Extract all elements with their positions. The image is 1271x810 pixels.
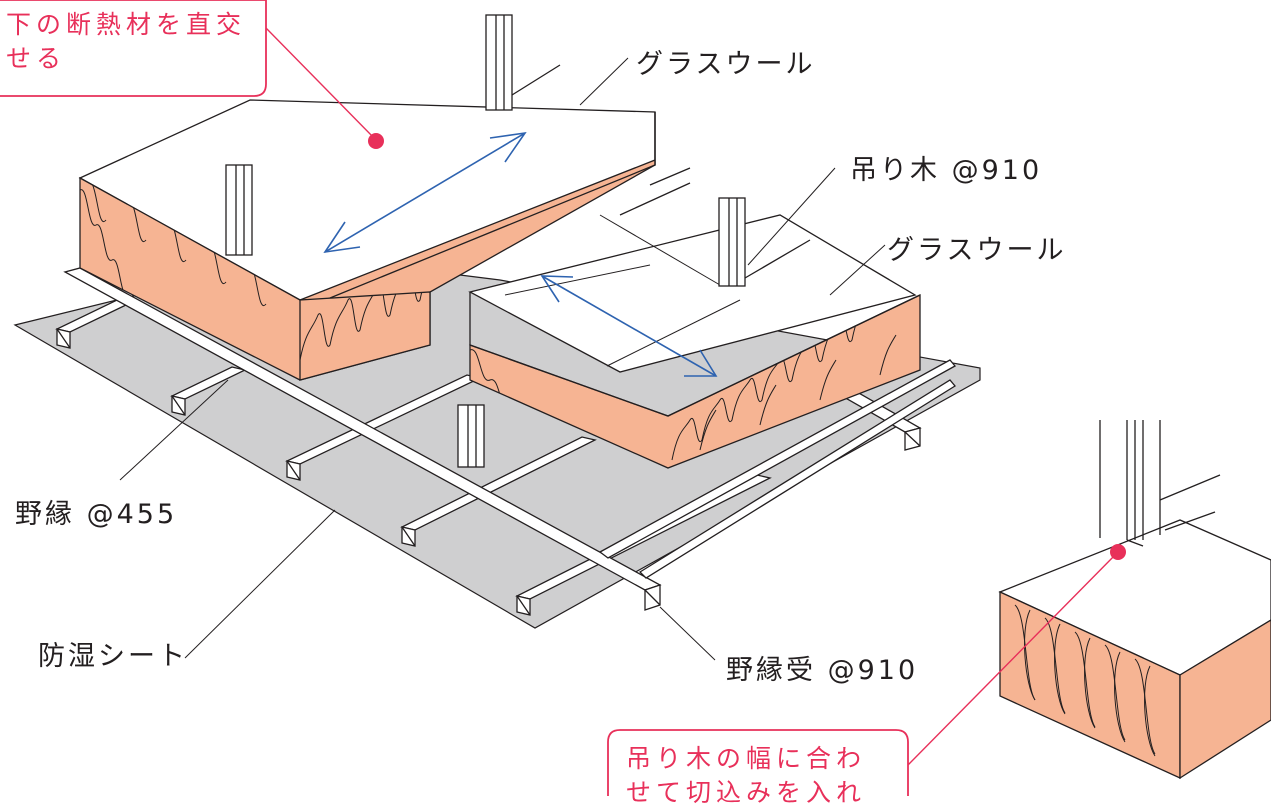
glass-wool-lower	[468, 214, 921, 469]
label-nobuchi: 野縁 @455	[15, 499, 178, 530]
detail-inset	[998, 420, 1271, 780]
center-hanger-post	[457, 404, 485, 468]
callout-graphics	[0, 0, 1126, 796]
label-moisture-sheet: 防湿シート	[38, 641, 188, 672]
label-glass-wool-top: グラスウール	[636, 49, 816, 80]
leader-lines	[119, 57, 886, 661]
callout-bottom-line1: 吊り木の幅に合わ	[626, 744, 867, 773]
nobuchi-uke-beam	[63, 267, 957, 611]
callout-top-left-line2: せる	[6, 44, 67, 73]
direction-arrows	[323, 131, 718, 377]
hanger-posts	[225, 14, 811, 287]
callout-top-left-line1: 下の断熱材を直交	[6, 10, 247, 39]
label-glass-wool-right: グラスウール	[887, 235, 1067, 266]
label-nobuchi-uke: 野縁受 @910	[726, 655, 919, 686]
label-hanger-wood: 吊り木 @910	[850, 155, 1043, 186]
callout-bottom-line2: せて切込みを入れ	[626, 778, 867, 807]
glass-wool-upper	[78, 99, 656, 381]
